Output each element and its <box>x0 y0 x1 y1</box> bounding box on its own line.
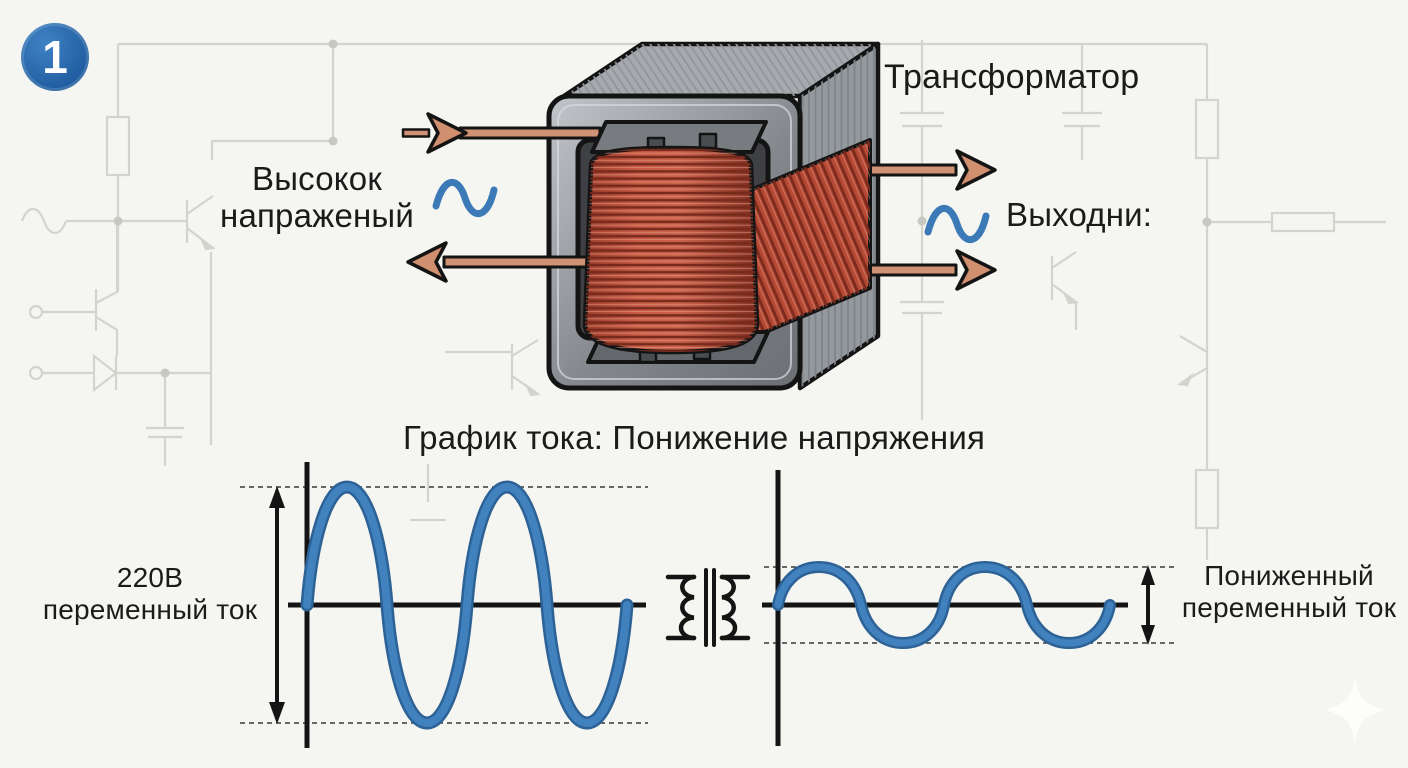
input-voltage-label: Высокок напраженый <box>192 160 442 234</box>
bobbin-notch <box>698 132 718 150</box>
input-voltage-label-line2: напраженый <box>220 197 414 234</box>
transformer-title: Трансформатор <box>884 58 1140 96</box>
step-badge: 1 <box>21 23 89 91</box>
right-graph <box>762 470 1176 746</box>
secondary-coil <box>744 138 872 342</box>
left-wave <box>300 480 634 730</box>
right-graph-label-line2: переменный ток <box>1181 592 1397 623</box>
input-sine-icon <box>432 178 498 218</box>
left-graph <box>240 462 648 748</box>
left-graph-label-line1: 220В <box>116 562 184 593</box>
primary-coil <box>582 145 760 355</box>
amplitude-arrow-right <box>1141 565 1155 645</box>
graph-section-title: График тока: Понижение напряжения <box>402 419 986 456</box>
transformer-circuit-symbol <box>665 568 751 647</box>
left-graph-label-line2: переменный ток <box>42 594 258 625</box>
output-arrow-top <box>848 149 997 191</box>
right-wave <box>772 560 1116 650</box>
right-graph-label-line1: Пониженный <box>1204 560 1374 591</box>
right-graph-label: Пониженный переменный ток <box>1174 560 1404 624</box>
amplitude-arrow-left <box>269 486 285 724</box>
output-sine-icon <box>924 204 990 244</box>
background-circuit <box>20 39 1386 560</box>
transformer-illustration <box>401 41 997 391</box>
input-voltage-label-line1: Высокок <box>252 160 382 197</box>
sparkle-watermark <box>1325 675 1385 745</box>
left-graph-label: 220В переменный ток <box>36 562 264 626</box>
output-label: Выходни: <box>1006 196 1153 233</box>
step-number: 1 <box>42 31 68 83</box>
